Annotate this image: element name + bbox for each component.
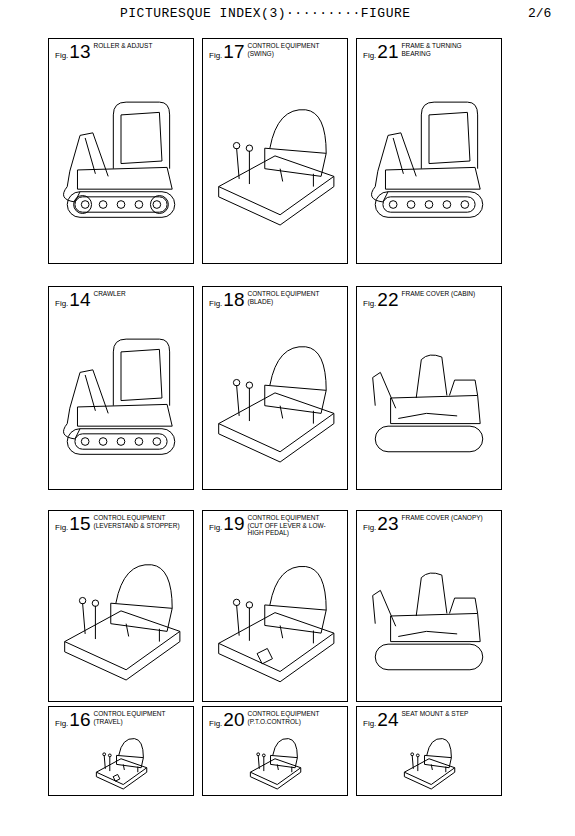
figure-panel: Fig.14CRAWLER xyxy=(48,286,194,490)
panel-heading: Fig.20CONTROL EQUIPMENT (P.T.O.CONTROL) xyxy=(203,707,347,729)
figure-panel: Fig.19CONTROL EQUIPMENT (CUT OFF LEVER &… xyxy=(202,510,348,702)
fig-prefix: Fig. xyxy=(55,299,68,308)
figure-description: CONTROL EQUIPMENT (BLADE) xyxy=(247,290,335,305)
figure-description: FRAME COVER (CANOPY) xyxy=(401,514,482,522)
figure-panel: Fig.18CONTROL EQUIPMENT (BLADE) xyxy=(202,286,348,490)
figure-number: 22 xyxy=(377,290,398,309)
fig-prefix: Fig. xyxy=(209,523,222,532)
fig-prefix: Fig. xyxy=(55,523,68,532)
figure-description: CONTROL EQUIPMENT (TRAVEL) xyxy=(93,710,181,725)
fig-prefix: Fig. xyxy=(209,51,222,60)
figure-panel: Fig.20CONTROL EQUIPMENT (P.T.O.CONTROL) xyxy=(202,706,348,796)
figure-number: 21 xyxy=(377,42,398,61)
figure-description: CONTROL EQUIPMENT (CUT OFF LEVER & LOW-H… xyxy=(247,514,335,537)
fig-prefix: Fig. xyxy=(363,299,376,308)
figure-panel: Fig.24SEAT MOUNT & STEP xyxy=(356,706,502,796)
figure-number: 23 xyxy=(377,514,398,533)
fig-prefix: Fig. xyxy=(363,719,376,728)
figure-description: CONTROL EQUIPMENT (P.T.O.CONTROL) xyxy=(247,710,335,725)
fig-prefix: Fig. xyxy=(209,719,222,728)
panel-heading: Fig.21FRAME & TURNING BEARING xyxy=(357,39,501,61)
page-number: 2/6 xyxy=(528,6,551,21)
figure-description: FRAME & TURNING BEARING xyxy=(401,42,489,57)
figure-number: 15 xyxy=(69,514,90,533)
figure-panel: Fig.21FRAME & TURNING BEARING xyxy=(356,38,502,264)
figure-panel: Fig.15CONTROL EQUIPMENT (LEVERSTAND & ST… xyxy=(48,510,194,702)
panel-heading: Fig.24SEAT MOUNT & STEP xyxy=(357,707,501,729)
panel-heading: Fig.14CRAWLER xyxy=(49,287,193,309)
figure-description: CONTROL EQUIPMENT (LEVERSTAND & STOPPER) xyxy=(93,514,181,529)
figure-number: 13 xyxy=(69,42,90,61)
fig-prefix: Fig. xyxy=(209,299,222,308)
panel-heading: Fig.13ROLLER & ADJUST xyxy=(49,39,193,61)
fig-prefix: Fig. xyxy=(363,523,376,532)
panel-heading: Fig.23FRAME COVER (CANOPY) xyxy=(357,511,501,533)
figure-illustration xyxy=(203,39,347,263)
panel-heading: Fig.19CONTROL EQUIPMENT (CUT OFF LEVER &… xyxy=(203,511,347,537)
figure-description: CONTROL EQUIPMENT (SWING) xyxy=(247,42,335,57)
panel-heading: Fig.18CONTROL EQUIPMENT (BLADE) xyxy=(203,287,347,309)
figure-number: 14 xyxy=(69,290,90,309)
figure-number: 24 xyxy=(377,710,398,729)
panel-heading: Fig.17CONTROL EQUIPMENT (SWING) xyxy=(203,39,347,61)
figure-illustration xyxy=(49,511,193,701)
figure-number: 17 xyxy=(223,42,244,61)
panel-heading: Fig.16CONTROL EQUIPMENT (TRAVEL) xyxy=(49,707,193,729)
page-title: PICTURESQUE INDEX(3)·········FIGURE xyxy=(120,6,411,21)
figure-number: 20 xyxy=(223,710,244,729)
figure-number: 19 xyxy=(223,514,244,533)
figure-number: 18 xyxy=(223,290,244,309)
fig-prefix: Fig. xyxy=(363,51,376,60)
figure-description: ROLLER & ADJUST xyxy=(93,42,152,50)
figure-illustration xyxy=(49,287,193,489)
figure-illustration xyxy=(49,39,193,263)
figure-illustration xyxy=(357,511,501,701)
figure-description: SEAT MOUNT & STEP xyxy=(401,710,468,718)
figure-description: CRAWLER xyxy=(93,290,125,298)
fig-prefix: Fig. xyxy=(55,51,68,60)
figure-panel: Fig.17CONTROL EQUIPMENT (SWING) xyxy=(202,38,348,264)
figure-number: 16 xyxy=(69,710,90,729)
figure-panel: Fig.22FRAME COVER (CABIN) xyxy=(356,286,502,490)
panel-heading: Fig.22FRAME COVER (CABIN) xyxy=(357,287,501,309)
figure-description: FRAME COVER (CABIN) xyxy=(401,290,475,298)
fig-prefix: Fig. xyxy=(55,719,68,728)
figure-illustration xyxy=(357,287,501,489)
figure-illustration xyxy=(357,39,501,263)
panel-heading: Fig.15CONTROL EQUIPMENT (LEVERSTAND & ST… xyxy=(49,511,193,533)
figure-panel: Fig.13ROLLER & ADJUST xyxy=(48,38,194,264)
figure-panel: Fig.16CONTROL EQUIPMENT (TRAVEL) xyxy=(48,706,194,796)
figure-illustration xyxy=(203,511,347,701)
figure-illustration xyxy=(203,287,347,489)
figure-panel: Fig.23FRAME COVER (CANOPY) xyxy=(356,510,502,702)
